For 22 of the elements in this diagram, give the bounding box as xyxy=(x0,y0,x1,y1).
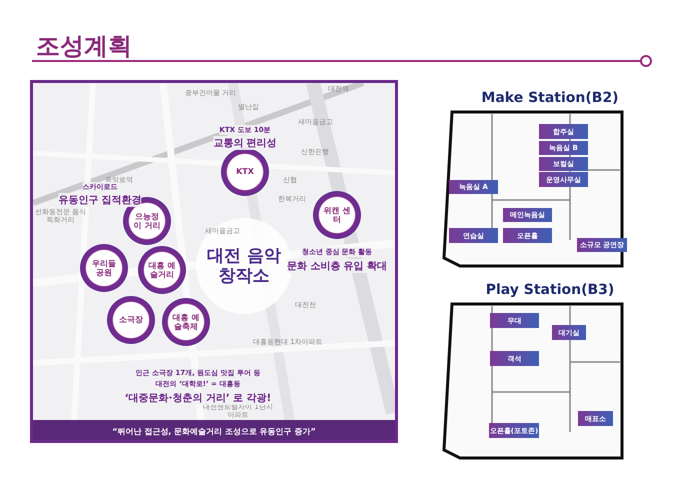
feature-circle xyxy=(162,298,210,346)
note-text: ‘대중문화·청춘의 거리’ 로 각광! xyxy=(124,391,272,405)
feature-circle xyxy=(80,244,128,292)
circle-label: KTX xyxy=(235,167,255,177)
circle-label: 대전 음악창작소 xyxy=(206,246,282,286)
circle-label: 대흥 예술거리 xyxy=(148,260,176,280)
node-label: 문화 소비층 유입 확대 xyxy=(286,259,388,273)
feature-circle xyxy=(107,296,155,344)
feature-circle xyxy=(138,246,186,294)
page-title: 조성계획 xyxy=(36,31,132,62)
node-label: 유동인구 집적환경 xyxy=(58,193,142,207)
feature-circle xyxy=(313,191,361,239)
circle-label: 소극장 xyxy=(118,315,144,325)
feature-circle xyxy=(221,148,269,196)
circle-label: 위캔 센터 xyxy=(322,206,352,224)
node-label: 교통의 편리성 xyxy=(213,136,277,150)
circle-label: 대흥 예술축제 xyxy=(172,312,200,332)
quote-banner: “뛰어난 접근성, 문화예술거리 조성으로 유동인구 증가” xyxy=(33,420,395,440)
plan-heading: Make Station(B2) xyxy=(480,90,620,106)
plan-heading: Play Station(B3) xyxy=(484,282,616,298)
circle-label: 으능정이 거리 xyxy=(132,212,162,230)
circle-label: 우리들 공원 xyxy=(90,258,117,278)
